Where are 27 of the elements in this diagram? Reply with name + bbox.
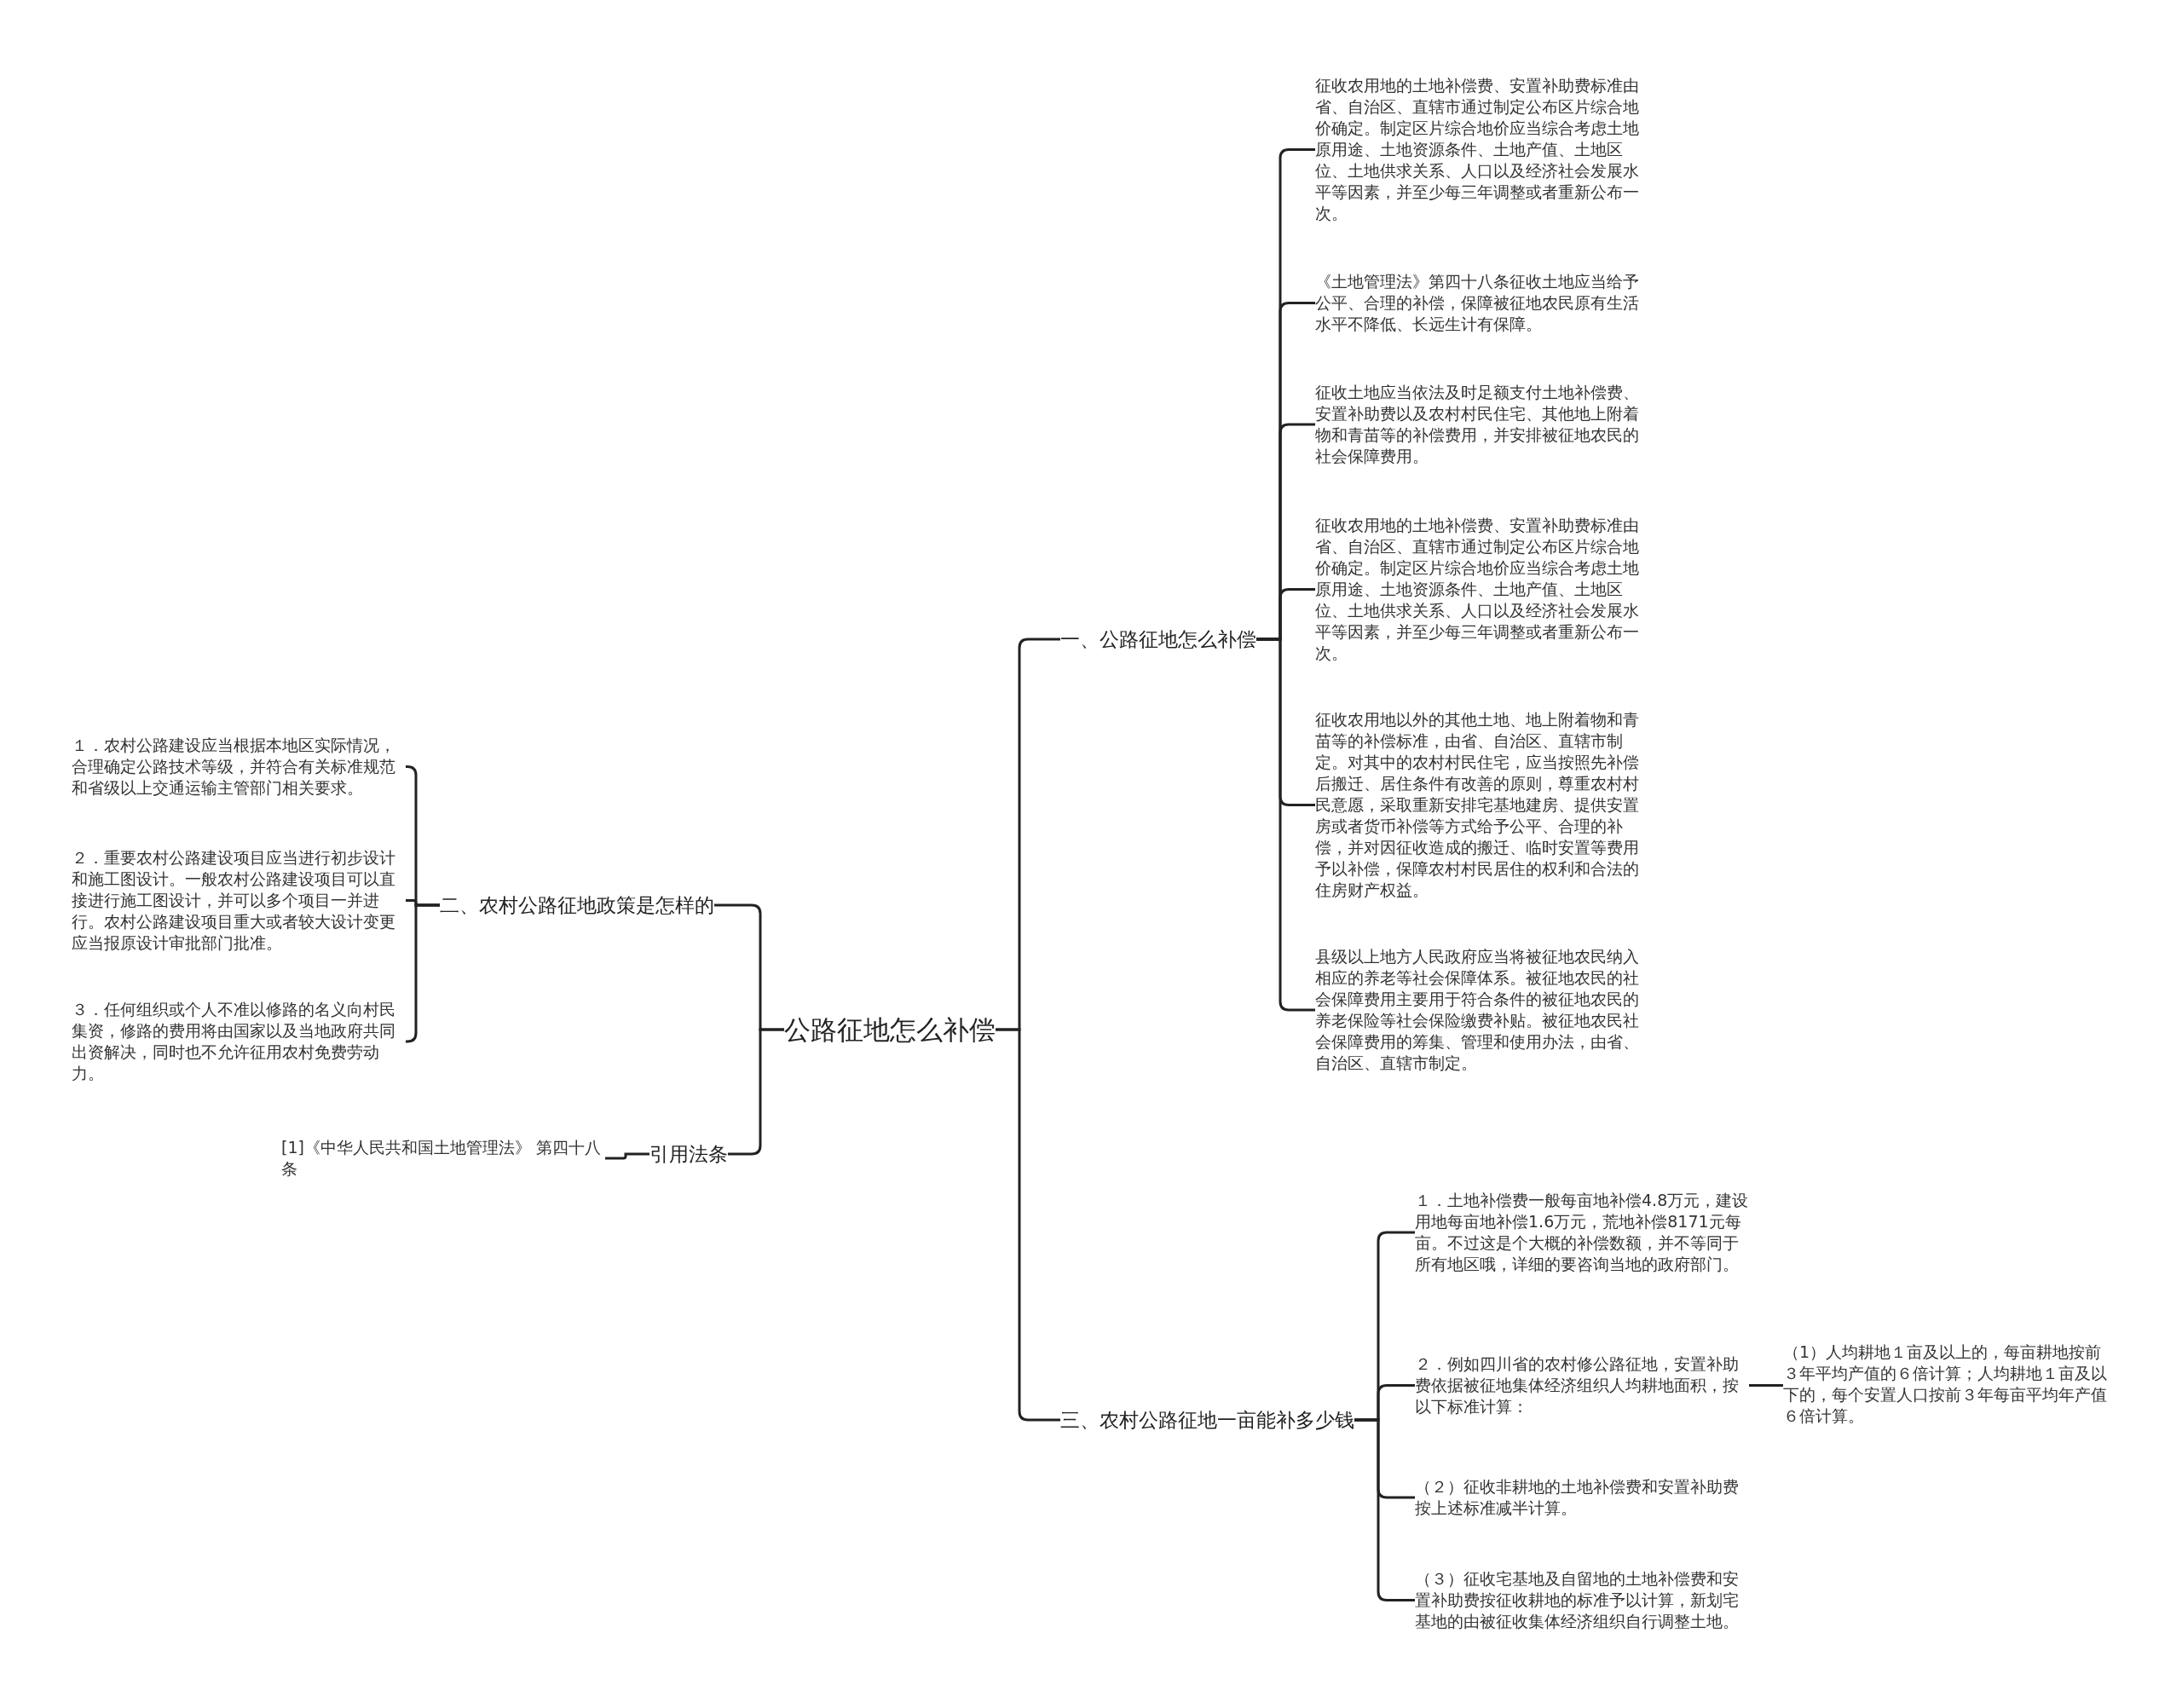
connector-line	[728, 1028, 784, 1156]
leaf-text: 县级以上地方人民政府应当将被征地农民纳入相应的养老等社会保障体系。被征地农民的社会保障费用主要用于符合条件的被征地农民的养老保险等社会保险缴费补贴。被征地农民社会保障费用的筹集、管理和使用办法，由省、自治区、直辖市制定。	[1315, 946, 1649, 1074]
connector-line	[605, 1152, 649, 1160]
connector-line	[1354, 1418, 1415, 1601]
central-topic: 公路征地怎么补偿	[784, 1013, 996, 1047]
branch-topic: 三、农村公路征地一亩能补多少钱	[1060, 1406, 1354, 1434]
connector-line	[1256, 638, 1315, 1012]
connector-line	[1749, 1384, 1783, 1387]
leaf-text: ２．重要农村公路建设项目应当进行初步设计和施工图设计。一般农村公路建设项目可以直接进行施工图设计，并可以多个项目一并进行。农村公路建设项目重大或者较大设计变更应当报原设计审批部门批准。	[72, 847, 406, 954]
leaf-text: ３．任何组织或个人不准以修路的名义向村民集资，修路的费用将由国家以及当地政府共同出资解决，同时也不允许征用农村免费劳动力。	[72, 999, 406, 1084]
leaf-text: 《土地管理法》第四十八条征收土地应当给予公平、合理的补偿，保障被征地农民原有生活水平不降低、长远生计有保障。	[1315, 271, 1649, 335]
leaf-text: 征收农用地的土地补偿费、安置补助费标准由省、自治区、直辖市通过制定公布区片综合地价确定。制定区片综合地价应当综合考虑土地原用途、土地资源条件、土地产值、土地区位、土地供求关系、人口以及经济社会发展水平等因素，并至少每三年调整或者重新公布一次。	[1315, 75, 1649, 224]
branch-topic: 一、公路征地怎么补偿	[1060, 626, 1256, 653]
leaf-text: 征收农用地以外的其他土地、地上附着物和青苗等的补偿标准，由省、自治区、直辖市制定。对其中的农村村民住宅，应当按照先补偿后搬迁、居住条件有改善的原则，尊重农村村民意愿，采取重新安排宅基地建房、提供安置房或者货币补偿等方式给予公平、合理的补偿，并对因征收造成的搬迁、临时安置等费用予以补偿，保障农村村民居住的权利和合法的住房财产权益。	[1315, 709, 1649, 901]
leaf-text: 征收土地应当依法及时足额支付土地补偿费、安置补助费以及农村村民住宅、其他地上附着物和青苗等的补偿费用，并安排被征地农民的社会保障费用。	[1315, 382, 1649, 467]
leaf-text: （1）人均耕地１亩及以上的，每亩耕地按前３年平均产值的６倍计算；人均耕地１亩及以下的，每个安置人口按前３年每亩平均年产值６倍计算。	[1783, 1342, 2117, 1427]
connector-line	[405, 903, 440, 1043]
leaf-text: （２）征收非耕地的土地补偿费和安置补助费按上述标准减半计算。	[1415, 1476, 1749, 1519]
leaf-text: １．农村公路建设应当根据本地区实际情况，合理确定公路技术等级，并符合有关标准规范和省级以上交通运输主管部门相关要求。	[72, 735, 406, 799]
connector-line	[996, 1028, 1060, 1422]
branch-topic: 二、农村公路征地政策是怎样的	[440, 892, 714, 919]
leaf-text: [1]《中华人民共和国土地管理法》 第四十八条	[281, 1137, 605, 1180]
leaf-text: ２．例如四川省的农村修公路征地，安置补助费依据被征地集体经济组织人均耕地面积，按以下标准计算：	[1415, 1353, 1749, 1417]
leaf-text: １．土地补偿费一般每亩地补偿4.8万元，建设用地每亩地补偿1.6万元，荒地补偿8171元每亩。不过这是个大概的补偿数额，并不等同于所有地区哦，详细的要咨询当地的政府部门。	[1415, 1190, 1749, 1275]
leaf-text: （３）征收宅基地及自留地的土地补偿费和安置补助费按征收耕地的标准予以计算，新划宅基地的由被征收集体经济组织自行调整土地。	[1415, 1568, 1749, 1632]
branch-topic: 引用法条	[649, 1140, 728, 1168]
leaf-text: 征收农用地的土地补偿费、安置补助费标准由省、自治区、直辖市通过制定公布区片综合地价确定。制定区片综合地价应当综合考虑土地原用途、土地资源条件、土地产值、土地区位、土地供求关系、人口以及经济社会发展水平等因素，并至少每三年调整或者重新公布一次。	[1315, 515, 1649, 664]
